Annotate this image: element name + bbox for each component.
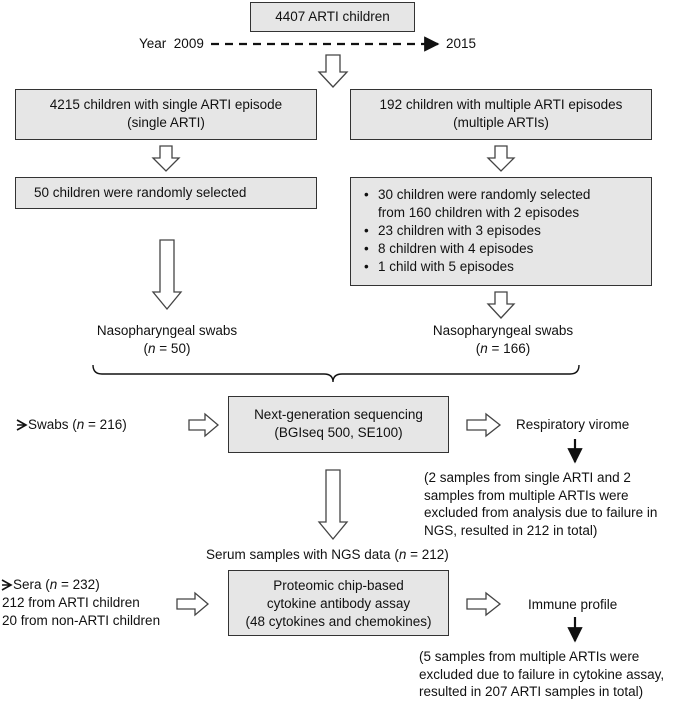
down-arrow-ngs (317, 469, 349, 541)
ngs-line1: Next-generation sequencing (254, 407, 423, 422)
single-selected-label: 50 children were randomly selected (34, 185, 247, 200)
sera-non-arti-count: 20 from non-ARTI children (2, 613, 161, 628)
list-item-text: 1 child with 5 episodes (378, 259, 514, 274)
timeline-end: 2015 (446, 35, 476, 53)
sera-input-label: Sera (n = 232) (13, 576, 100, 594)
single-swabs-count: (n = 50) (143, 341, 191, 356)
cytokine-note-line: resulted in 207 ARTI samples in total) (419, 684, 644, 699)
cytokine-note-line: excluded due to failure in cytokine assa… (419, 666, 665, 682)
multiple-arti-line1: 192 children with multiple ARTI episodes (379, 97, 623, 112)
list-item: 1 child with 5 episodes (363, 258, 643, 276)
sera-breakdown: 212 from ARTI children 20 from non-ARTI … (2, 594, 160, 630)
timeline-start-year: 2009 (173, 36, 204, 51)
right-arrow-virome (466, 412, 502, 438)
ngs-exclusion-note: (2 samples from single ARTI and 2 sample… (424, 469, 657, 539)
ngs-note-line: NGS, resulted in 212 in total) (424, 522, 598, 538)
single-arti-line2: (single ARTI) (127, 115, 205, 130)
ngs-line2: (BGIseq 500, SE100) (274, 425, 403, 440)
list-item-text: 8 children with 4 episodes (378, 241, 534, 256)
multiple-breakdown-box: 30 children were randomly selected from … (350, 177, 652, 286)
single-arti-box: 4215 children with single ARTI episode (… (15, 89, 317, 140)
multiple-breakdown-list: 30 children were randomly selected from … (363, 186, 643, 276)
sera-chevron-icon (1, 579, 13, 591)
ngs-note-line: samples from multiple ARTIs were (424, 487, 629, 503)
multiple-swabs-label: Nasopharyngeal swabs (n = 166) (418, 322, 588, 358)
single-swabs-label: Nasopharyngeal swabs (n = 50) (86, 322, 248, 358)
single-swabs-title: Nasopharyngeal swabs (96, 323, 238, 338)
timeline-year-label: Year (139, 36, 167, 51)
ngs-note-line: (2 samples from single ARTI and 2 (424, 470, 631, 485)
down-arrow-multiple-2 (486, 291, 516, 319)
swabs-input-label: Swabs (n = 216) (28, 417, 127, 432)
sera-count: Sera (n = 232) (13, 577, 100, 592)
list-item-text: 30 children were randomly selected (378, 187, 591, 202)
single-arti-line1: 4215 children with single ARTI episode (49, 97, 283, 112)
sera-arti-count: 212 from ARTI children (2, 595, 140, 610)
list-item: 30 children were randomly selected from … (363, 186, 643, 222)
down-arrow-multiple-1 (486, 145, 516, 172)
proteomic-line3: (48 cytokines and chemokines) (245, 614, 432, 629)
list-item: 8 children with 4 episodes (363, 240, 643, 258)
down-arrow-single-1 (151, 145, 181, 172)
proteomic-line1: Proteomic chip-based (273, 578, 404, 593)
proteomic-box: Proteomic chip-based cytokine antibody a… (228, 570, 449, 636)
down-arrow-top (317, 54, 349, 88)
multiple-arti-line2: (multiple ARTIs) (453, 115, 549, 130)
ngs-box: Next-generation sequencing (BGIseq 500, … (228, 396, 449, 453)
total-children-box: 4407 ARTI children (250, 2, 415, 32)
right-arrow-sera (176, 591, 210, 617)
immune-profile-label: Immune profile (528, 597, 618, 612)
list-item-text: from 160 children with 2 episodes (378, 205, 580, 220)
proteomic-line2: cytokine antibody assay (266, 596, 411, 611)
total-children-label: 4407 ARTI children (275, 9, 390, 24)
single-selected-box: 50 children were randomly selected (15, 177, 317, 209)
virome-label: Respiratory virome (516, 417, 630, 432)
merge-brace (92, 364, 580, 383)
multiple-swabs-count: (n = 166) (475, 341, 531, 356)
list-item: 23 children with 3 episodes (363, 222, 643, 240)
cytokine-exclusion-note: (5 samples from multiple ARTIs were excl… (419, 648, 664, 701)
list-item-text: 23 children with 3 episodes (378, 223, 541, 238)
down-arrow-single-2 (151, 239, 183, 311)
right-arrow-swabs (188, 412, 220, 438)
swabs-chevron-icon (16, 419, 28, 431)
cytokine-note-line: (5 samples from multiple ARTIs were (419, 649, 640, 664)
timeline-end-year: 2015 (446, 36, 477, 51)
timeline-start: Year 2009 (139, 35, 204, 53)
right-arrow-immune (466, 591, 502, 617)
ngs-note-line: excluded from analysis due to failure in (424, 505, 658, 520)
multiple-arti-box: 192 children with multiple ARTI episodes… (350, 89, 652, 140)
serum-samples-header: Serum samples with NGS data (n = 212) (206, 547, 449, 562)
multiple-swabs-title: Nasopharyngeal swabs (432, 323, 574, 338)
